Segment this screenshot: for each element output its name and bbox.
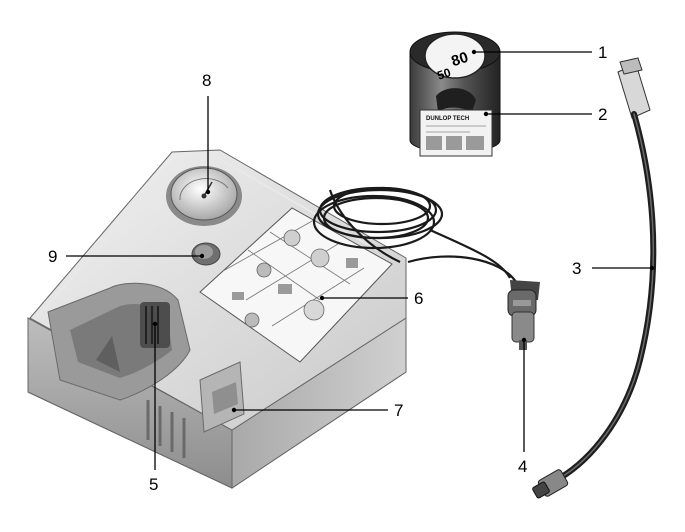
callout-label-4: 4: [518, 457, 527, 476]
power-plug: [507, 280, 540, 350]
callout-6: 6: [319, 289, 423, 308]
pressure-gauge: [166, 166, 242, 226]
callout-7: 7: [231, 401, 403, 420]
callout-4: 4: [518, 337, 527, 476]
callout-label-6: 6: [414, 289, 423, 308]
callout-label-7: 7: [394, 401, 403, 420]
power-cable: [312, 186, 517, 283]
callout-2: 2: [483, 105, 607, 124]
callout-9: 9: [48, 247, 205, 266]
callout-5: 5: [149, 321, 158, 494]
sealant-canister: 80 50 DUNLOP TECH: [409, 31, 501, 157]
compressor-unit: [27, 149, 407, 489]
callout-3: 3: [572, 259, 655, 278]
callout-1: 1: [471, 43, 607, 62]
inflation-hose: [532, 57, 657, 499]
vent-slots: [146, 400, 186, 458]
callout-label-5: 5: [149, 475, 158, 494]
instruction-label: [199, 207, 393, 363]
callout-label-8: 8: [202, 71, 211, 90]
speed-limit-sticker: [424, 33, 486, 79]
callout-8: 8: [202, 71, 211, 195]
callout-label-2: 2: [598, 105, 607, 124]
speed-min-text: 50: [435, 65, 452, 83]
callout-label-3: 3: [572, 259, 581, 278]
speed-max-text: 80: [449, 49, 470, 70]
canister-brand-text: DUNLOP TECH: [426, 116, 469, 122]
callout-label-9: 9: [48, 247, 57, 266]
callout-label-1: 1: [598, 43, 607, 62]
